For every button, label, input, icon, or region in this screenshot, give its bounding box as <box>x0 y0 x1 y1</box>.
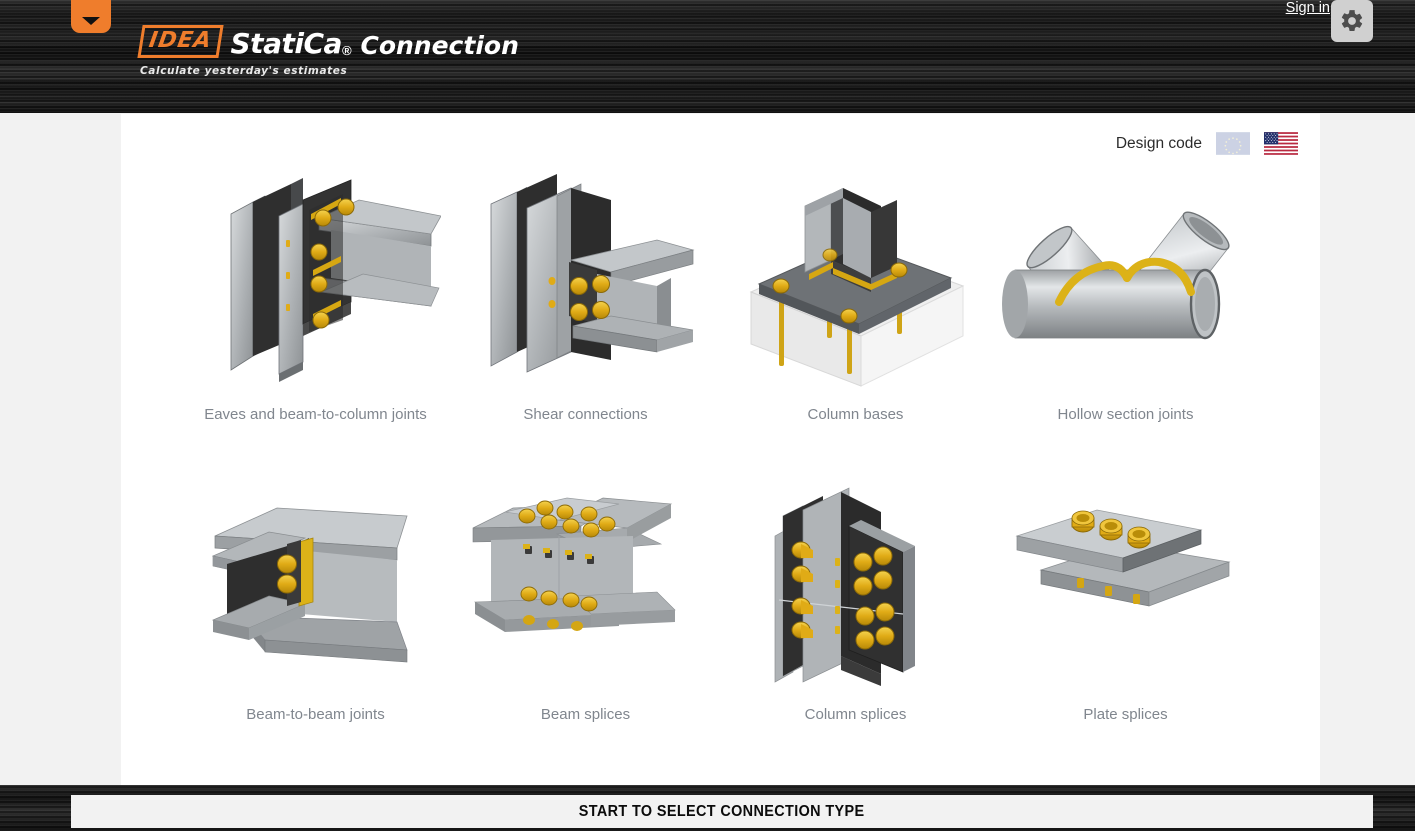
logo-registered-icon: ® <box>341 43 352 58</box>
connection-art-hollow-section <box>1001 174 1251 414</box>
connection-art-beam-splice <box>461 474 711 714</box>
connection-tile-label: Plate splices <box>1083 706 1168 723</box>
connection-tile-label: Shear connections <box>523 406 648 423</box>
logo-module-text: Connection <box>360 31 519 60</box>
design-code-label: Design code <box>1115 134 1202 152</box>
settings-button[interactable] <box>1331 0 1373 42</box>
connection-tile-column-splices[interactable]: Column splices <box>721 474 991 774</box>
gear-icon <box>1341 10 1363 31</box>
connection-tile-shear-connections[interactable]: Shear connections <box>451 174 721 474</box>
connection-art-column-base <box>731 174 981 414</box>
connection-art-plate-splice <box>1001 474 1251 714</box>
connection-tile-hollow-section-joints[interactable]: Hollow section joints <box>991 174 1261 474</box>
connection-tile-label: Eaves and beam-to-column joints <box>204 406 427 423</box>
connection-tile-eaves-and-beam-to-column-joints[interactable]: Eaves and beam-to-column joints <box>181 174 451 474</box>
connection-tile-beam-to-beam-joints[interactable]: Beam-to-beam joints <box>181 474 451 774</box>
connection-tile-plate-splices[interactable]: Plate splices <box>991 474 1261 774</box>
logo-statica-text: StatiCa <box>230 27 343 60</box>
main-menu-dropdown-button[interactable] <box>71 0 111 33</box>
connection-tile-label: Beam-to-beam joints <box>246 706 385 723</box>
design-code-selector: Design code <box>1116 132 1298 155</box>
connection-tile-label: Column bases <box>807 406 904 423</box>
connection-tile-column-bases[interactable]: Column bases <box>721 174 991 474</box>
connection-art-column-splice <box>731 474 981 714</box>
connection-type-grid: Eaves and beam-to-column joints <box>121 174 1320 774</box>
start-button-label: START TO SELECT CONNECTION TYPE <box>579 802 865 820</box>
main-panel: Design code <box>121 114 1320 785</box>
logo-idea-mark: IDEA <box>137 25 224 58</box>
connection-tile-label: Hollow section joints <box>1057 406 1194 423</box>
connection-tile-label: Beam splices <box>540 706 631 723</box>
connection-art-shear-connection <box>461 174 711 414</box>
connection-tile-beam-splices[interactable]: Beam splices <box>451 474 721 774</box>
chevron-down-icon <box>82 17 100 25</box>
logo-tagline: Calculate yesterday's estimates <box>140 65 348 77</box>
connection-tile-label: Column splices <box>804 706 907 723</box>
connection-art-eaves-beam-to-column <box>191 174 442 414</box>
connection-art-beam-to-beam <box>191 474 441 714</box>
app-header: IDEA StatiCa® Connection Calculate yeste… <box>0 0 1415 113</box>
start-select-connection-type-button[interactable]: START TO SELECT CONNECTION TYPE <box>71 795 1373 828</box>
us-flag[interactable] <box>1264 132 1298 155</box>
brand-logo: IDEA StatiCa® Connection Calculate yeste… <box>137 25 519 77</box>
eu-flag[interactable] <box>1216 132 1250 155</box>
sign-in-link[interactable]: Sign in <box>1285 0 1330 16</box>
